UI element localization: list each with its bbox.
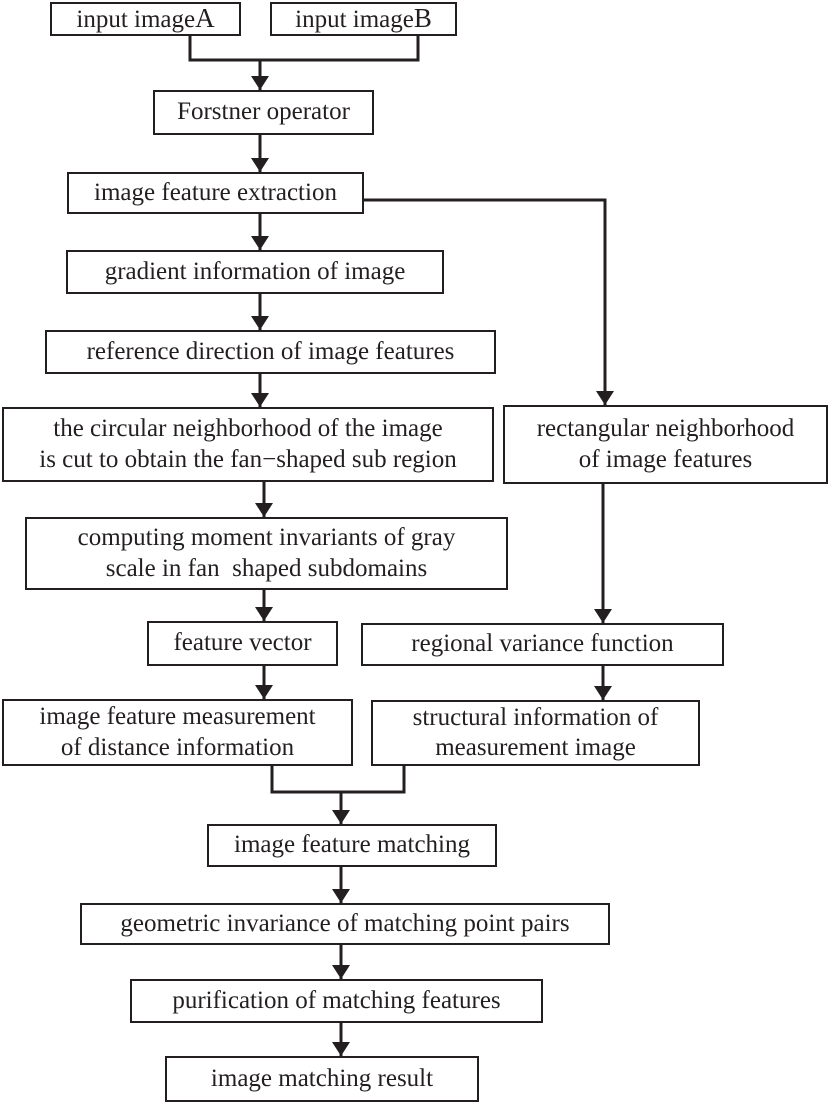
merge-inputs-connector — [188, 36, 420, 62]
input-b-label: input image — [295, 6, 414, 34]
circular-line-2: is cut to obtain the fan−shaped sub regi… — [39, 445, 457, 473]
node-reference-direction: reference direction of image features — [45, 330, 496, 374]
arrow-extraction-to-rectangular — [363, 198, 614, 405]
extraction-label: image feature extraction — [94, 178, 337, 206]
node-structural-information: structural information of measurement im… — [371, 700, 700, 766]
purification-label: purification of matching features — [172, 986, 501, 1014]
node-purification: purification of matching features — [130, 979, 543, 1023]
node-image-feature-matching: image feature matching — [207, 824, 497, 867]
node-distance-measurement: image feature measurement of distance in… — [2, 699, 353, 766]
rectangular-line-1: rectangular neighborhood — [536, 415, 795, 442]
node-input-image-b: input imageB — [270, 2, 457, 36]
circular-line-1: the circular neighborhood of the image — [53, 415, 443, 442]
merge-distance-structural-connector — [270, 766, 406, 794]
structural-line-1: structural information of — [412, 703, 659, 731]
reference-label: reference direction of image features — [86, 337, 455, 365]
node-rectangular-neighborhood: rectangular neighborhood of image featur… — [503, 405, 828, 484]
gradient-label: gradient information of image — [104, 257, 406, 285]
node-moment-invariants: computing moment invariants of gray scal… — [25, 517, 508, 590]
rectangular-line-2: of image features — [578, 445, 753, 473]
node-gradient-information: gradient information of image — [66, 250, 444, 294]
moment-line-2: scale in fan shaped subdomains — [105, 554, 428, 582]
structural-line-2: measurement image — [435, 734, 636, 761]
node-circular-neighborhood: the circular neighborhood of the image i… — [2, 407, 494, 482]
variance-label: regional variance function — [411, 630, 674, 658]
node-feature-vector: feature vector — [147, 621, 338, 666]
result-label: image matching result — [210, 1064, 434, 1092]
input-a-suffix: A — [195, 3, 215, 34]
input-a-label: input image — [76, 6, 196, 34]
node-forstner-operator: Forstner operator — [153, 90, 374, 135]
node-regional-variance: regional variance function — [361, 623, 724, 666]
node-input-image-a: input imageA — [50, 2, 241, 36]
input-b-suffix: B — [413, 3, 432, 34]
feature-vector-label: feature vector — [173, 629, 312, 657]
node-geometric-invariance: geometric invariance of matching point p… — [80, 903, 610, 945]
forstner-label: Forstner operator — [177, 98, 350, 126]
node-image-matching-result: image matching result — [165, 1056, 479, 1102]
distance-line-2: of distance information — [60, 733, 295, 761]
node-image-feature-extraction: image feature extraction — [67, 172, 364, 214]
matching-label: image feature matching — [234, 831, 470, 859]
geometric-label: geometric invariance of matching point p… — [120, 909, 570, 937]
distance-line-1: image feature measurement — [39, 703, 316, 730]
moment-line-1: computing moment invariants of gray — [77, 524, 456, 551]
